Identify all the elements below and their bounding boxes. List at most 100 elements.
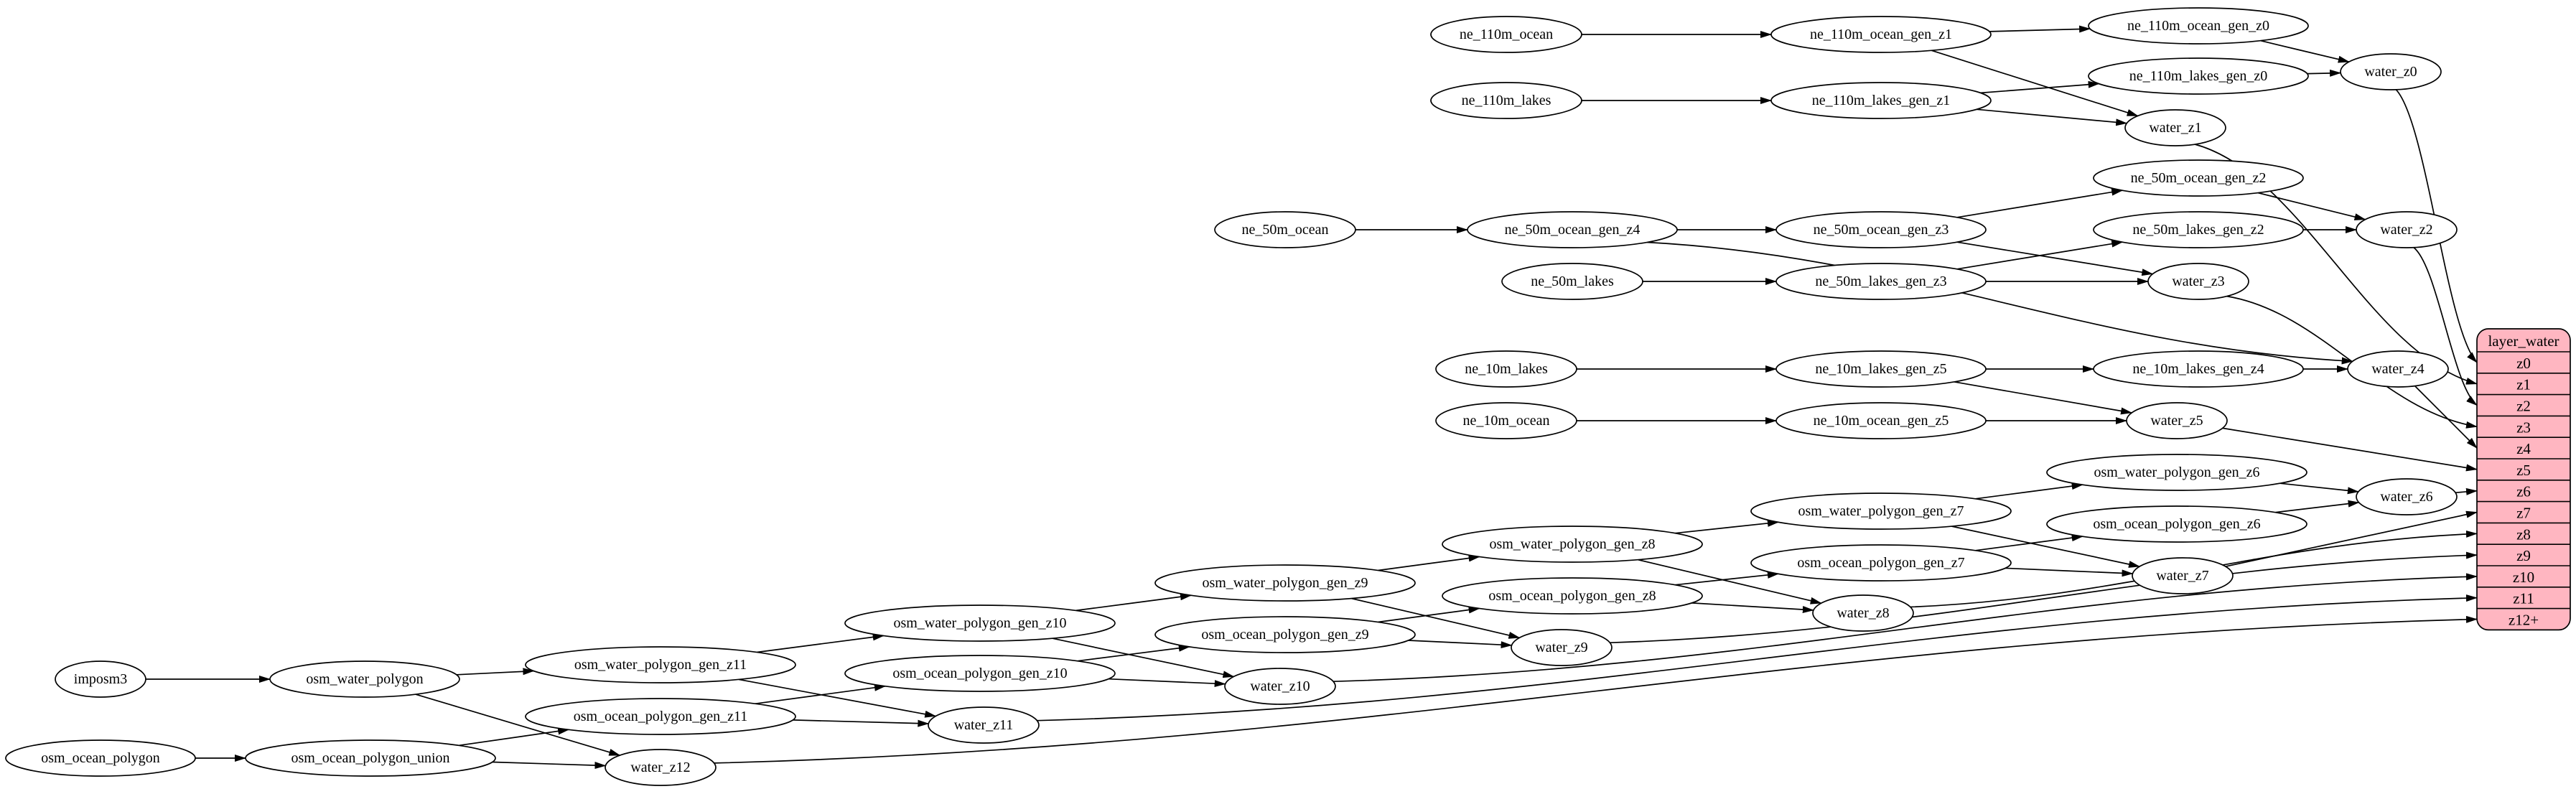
node-osm_ocean_polygon_gen_z9: osm_ocean_polygon_gen_z9 <box>1154 616 1416 653</box>
edge-osm_ocean_polygon_union-to-osm_ocean_polygon_gen_z11 <box>458 727 570 747</box>
edge-ne_110m_lakes_gen_z0-to-water_z0 <box>2307 69 2342 77</box>
table-row-z4: z4 <box>2516 440 2531 457</box>
node-ellipse <box>844 655 1116 692</box>
node-label: ne_50m_ocean_gen_z2 <box>2131 170 2267 186</box>
node-ne_10m_lakes_gen_z5: ne_10m_lakes_gen_z5 <box>1775 350 1987 388</box>
node-ne_110m_ocean_gen_z1: ne_110m_ocean_gen_z1 <box>1770 16 1992 53</box>
node-ellipse <box>1770 16 1992 53</box>
node-ellipse <box>2356 211 2458 248</box>
node-ne_10m_lakes_gen_z4: ne_10m_lakes_gen_z4 <box>2093 350 2304 388</box>
node-osm_ocean_polygon_gen_z10: osm_ocean_polygon_gen_z10 <box>844 655 1116 692</box>
node-label: ne_10m_lakes_gen_z5 <box>1815 361 1946 377</box>
node-label: osm_ocean_polygon <box>41 750 160 766</box>
table-background <box>2476 328 2571 631</box>
node-label: osm_water_polygon_gen_z7 <box>1798 503 1964 519</box>
node-ne_50m_lakes_gen_z3: ne_50m_lakes_gen_z3 <box>1775 263 1987 300</box>
node-label: ne_10m_lakes_gen_z4 <box>2132 361 2264 377</box>
node-ellipse <box>2088 57 2309 95</box>
node-ellipse <box>1775 402 1987 439</box>
node-osm_ocean_polygon: osm_ocean_polygon <box>5 739 196 777</box>
node-label: osm_ocean_polygon_gen_z6 <box>2093 516 2260 532</box>
node-label: osm_water_polygon_gen_z11 <box>574 657 747 673</box>
node-label: water_z7 <box>2156 568 2208 584</box>
node-ellipse <box>2340 53 2442 90</box>
edge-water_z11-to-layer_water-z11 <box>1037 594 2478 722</box>
node-ellipse <box>1435 402 1577 439</box>
node-osm_ocean_polygon_gen_z11: osm_ocean_polygon_gen_z11 <box>525 698 796 735</box>
node-label: osm_ocean_polygon_gen_z7 <box>1797 555 1964 571</box>
node-label: water_z11 <box>954 717 1014 733</box>
node-label: ne_50m_lakes <box>1531 274 1614 289</box>
edge-osm_water_polygon_gen_z11-to-water_z11 <box>738 678 937 718</box>
node-label: osm_water_polygon_gen_z8 <box>1489 536 1655 552</box>
table-row-z0: z0 <box>2516 355 2531 372</box>
node-label: imposm3 <box>74 671 127 687</box>
table-row-z12+: z12+ <box>2509 612 2539 629</box>
edge-ne_110m_lakes_gen_z1-to-ne_110m_lakes_gen_z0 <box>1980 80 2100 94</box>
node-label: ne_110m_ocean_gen_z0 <box>2127 18 2269 34</box>
node-ellipse <box>2093 350 2304 388</box>
edge-water_z5-to-layer_water-z5 <box>2222 427 2478 472</box>
node-osm_water_polygon: osm_water_polygon <box>269 660 460 698</box>
node-ellipse <box>2088 7 2309 45</box>
edge-osm_ocean_polygon_union-to-water_z12 <box>492 761 607 770</box>
node-ellipse <box>1430 82 1582 119</box>
node-label: osm_ocean_polygon_gen_z10 <box>892 666 1067 681</box>
edge-osm_ocean_polygon_gen_z8-to-osm_ocean_polygon_gen_z7 <box>1675 571 1779 586</box>
node-ellipse <box>2126 402 2228 439</box>
table-row-z8: z8 <box>2516 526 2531 543</box>
edge-osm_ocean_polygon_gen_z8-to-water_z8 <box>1691 602 1814 614</box>
node-label: water_z1 <box>2149 120 2201 136</box>
node-label: water_z9 <box>1535 640 1587 655</box>
node-ne_10m_ocean_gen_z5: ne_10m_ocean_gen_z5 <box>1775 402 1987 439</box>
node-osm_ocean_polygon_gen_z6: osm_ocean_polygon_gen_z6 <box>2046 505 2307 543</box>
edges-layer <box>146 25 2478 770</box>
edge-ne_50m_lakes_gen_z3-to-ne_50m_lakes_gen_z2 <box>1956 240 2124 270</box>
node-ne_50m_lakes_gen_z2: ne_50m_lakes_gen_z2 <box>2093 211 2304 248</box>
node-ne_110m_lakes_gen_z0: ne_110m_lakes_gen_z0 <box>2088 57 2309 95</box>
node-ellipse <box>1750 544 2012 582</box>
node-osm_ocean_polygon_union: osm_ocean_polygon_union <box>245 739 496 777</box>
node-ellipse <box>525 698 796 735</box>
node-water_z2: water_z2 <box>2356 211 2458 248</box>
node-ne_10m_ocean: ne_10m_ocean <box>1435 402 1577 439</box>
node-ellipse <box>525 646 796 683</box>
node-label: ne_110m_lakes_gen_z0 <box>2129 68 2268 84</box>
node-ellipse <box>1430 16 1582 53</box>
edge-osm_water_polygon_gen_z6-to-water_z6 <box>2279 482 2359 495</box>
edge-osm_ocean_polygon_gen_z11-to-osm_ocean_polygon_gen_z10 <box>755 683 886 705</box>
node-ellipse <box>2347 350 2449 388</box>
node-water_z9: water_z9 <box>1511 629 1613 666</box>
node-ellipse <box>1812 594 1914 632</box>
node-ellipse <box>928 706 1040 744</box>
edge-water_z12-to-layer_water-z12+ <box>714 615 2478 764</box>
node-label: osm_ocean_polygon_gen_z8 <box>1488 588 1656 604</box>
table-row-z9: z9 <box>2516 547 2531 564</box>
edge-water_z10-to-layer_water-z10 <box>1333 573 2478 683</box>
edge-osm_water_polygon_gen_z7-to-osm_water_polygon_gen_z6 <box>1975 482 2083 500</box>
node-ne_110m_lakes: ne_110m_lakes <box>1430 82 1582 119</box>
node-label: water_z8 <box>1837 605 1889 621</box>
edge-ne_110m_ocean_gen_z0-to-water_z0 <box>2260 39 2350 63</box>
node-ellipse <box>1770 82 1992 119</box>
node-water_z1: water_z1 <box>2124 109 2226 146</box>
edge-osm_ocean_polygon_gen_z10-to-water_z10 <box>1108 678 1226 688</box>
edge-osm_ocean_polygon_gen_z10-to-osm_ocean_polygon_gen_z9 <box>1077 644 1190 662</box>
node-water_z5: water_z5 <box>2126 402 2228 439</box>
edge-osm_water_polygon_gen_z9-to-osm_water_polygon_gen_z8 <box>1378 554 1480 571</box>
table-title: layer_water <box>2488 332 2559 350</box>
edge-osm_ocean_polygon_gen_z9-to-osm_ocean_polygon_gen_z8 <box>1378 606 1480 623</box>
edge-ne_50m_ocean_gen_z3-to-water_z3 <box>1956 241 2154 276</box>
edge-osm_water_polygon_gen_z8-to-water_z8 <box>1637 559 1822 604</box>
edge-osm_ocean_polygon_gen_z9-to-water_z9 <box>1408 640 1513 649</box>
node-ellipse <box>1775 263 1987 300</box>
node-label: water_z10 <box>1250 678 1310 694</box>
edge-osm_water_polygon_gen_z8-to-osm_water_polygon_gen_z7 <box>1675 519 1779 534</box>
edge-osm_ocean_polygon_gen_z6-to-water_z6 <box>2275 500 2360 513</box>
node-ellipse <box>1775 350 1987 388</box>
node-ellipse <box>2046 454 2307 491</box>
edge-water_z7-to-layer_water-z7 <box>2225 510 2478 567</box>
table-row-z10: z10 <box>2513 569 2534 586</box>
